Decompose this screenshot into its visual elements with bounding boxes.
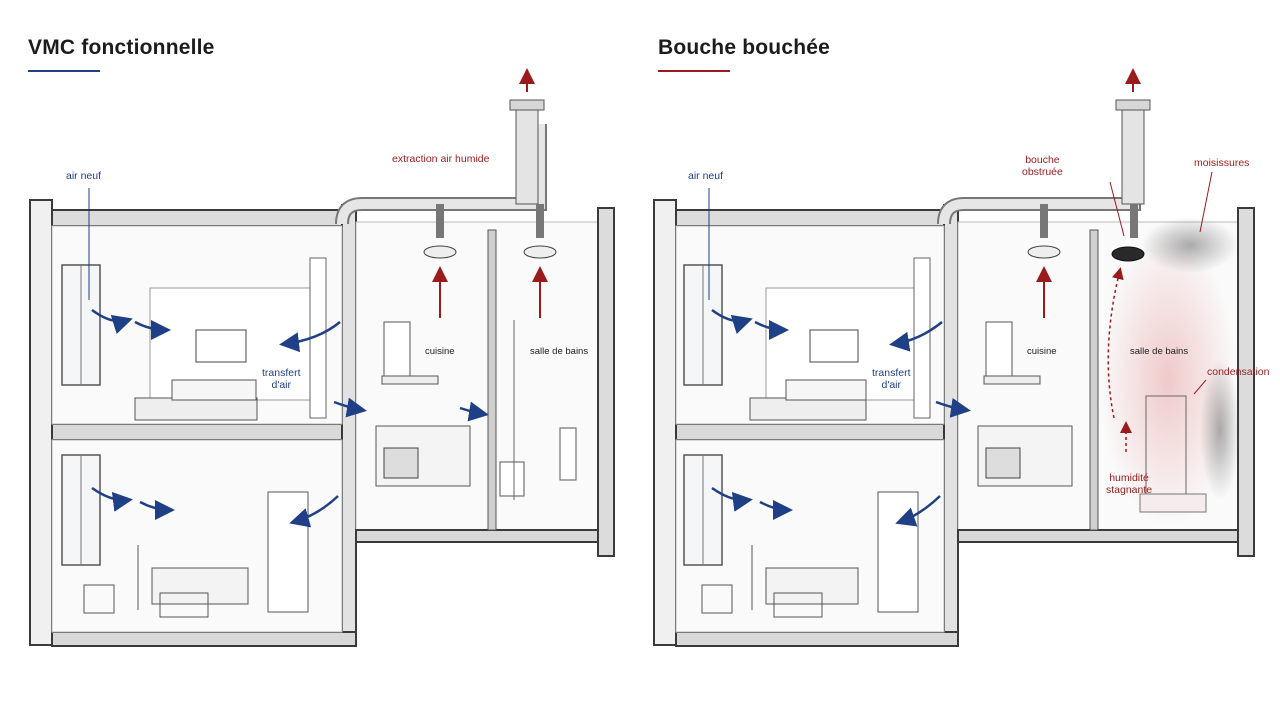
stagnant-humidity-label: humidité stagnante xyxy=(1106,472,1153,496)
left-fresh-air-label: air neuf xyxy=(66,170,102,182)
left-title-underline xyxy=(28,70,100,72)
mold-label: moisissures xyxy=(1194,157,1250,169)
condensation-label: condensation xyxy=(1207,366,1270,378)
left-panel-title: VMC fonctionnelle xyxy=(28,36,215,59)
left-building xyxy=(29,99,615,647)
left-extraction-label: extraction air humide xyxy=(392,153,490,165)
left-bathroom-label: salle de bains xyxy=(530,346,589,357)
right-bathroom-label: salle de bains xyxy=(1130,346,1189,357)
blocked-vent-label: bouche obstruée xyxy=(1022,154,1063,178)
right-title-underline xyxy=(658,70,730,72)
right-kitchen-label: cuisine xyxy=(1027,346,1057,357)
right-airflow-arrows xyxy=(708,68,1213,527)
blocked-vent xyxy=(1111,246,1145,262)
right-transfer-label: transfert d'air xyxy=(872,367,911,391)
right-fresh-air-label: air neuf xyxy=(688,170,724,182)
left-airflow-arrows xyxy=(88,68,548,528)
left-transfer-label: transfert d'air xyxy=(262,367,301,391)
right-panel-title: Bouche bouchée xyxy=(658,36,830,59)
left-kitchen-label: cuisine xyxy=(425,346,455,357)
right-building xyxy=(653,99,1255,647)
